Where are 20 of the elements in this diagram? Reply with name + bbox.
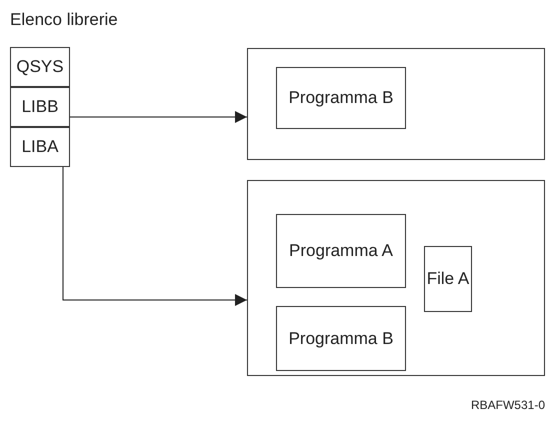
box-label: Programma B (288, 328, 394, 350)
object-box (276, 67, 406, 129)
library-cell (10, 127, 70, 167)
object-box (276, 214, 406, 288)
box-label: LIBB (22, 96, 58, 118)
box-label: File A (426, 268, 470, 290)
box-label: Programma A (289, 240, 393, 262)
library-cell (10, 87, 70, 127)
library-box (247, 48, 545, 160)
heading: Elenco librerie (10, 10, 118, 30)
box-label: Programma B (288, 87, 394, 109)
object-box (276, 306, 406, 371)
object-box (424, 246, 472, 312)
box-label: LIBA (22, 136, 58, 158)
box-label: QSYS (16, 56, 64, 78)
library-cell (10, 47, 70, 87)
arrow (70, 111, 248, 123)
library-box (247, 180, 545, 376)
figure-id: RBAFW531-0 (470, 398, 545, 412)
arrow (62, 166, 248, 306)
